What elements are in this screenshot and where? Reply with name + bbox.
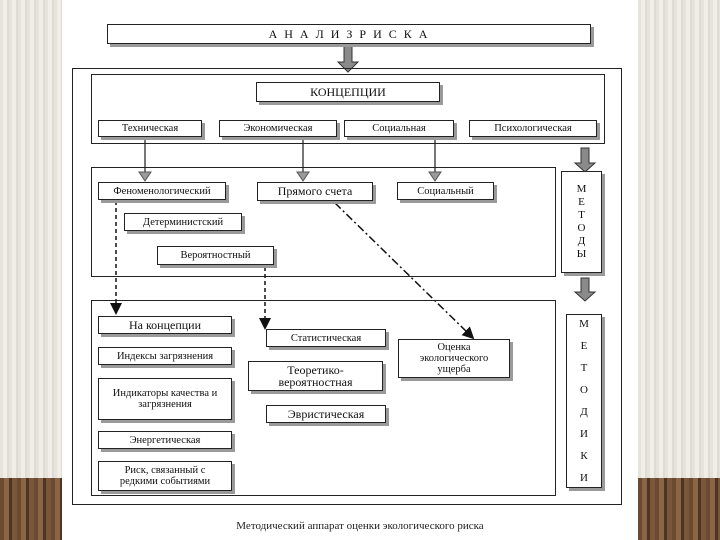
concepts-header-label: КОНЦЕПЦИИ xyxy=(310,84,386,99)
concept-label: Психологическая xyxy=(494,123,572,134)
method-deterministic: Детерминистский xyxy=(124,213,242,231)
methods-side-label-box: М Е Т О Д Ы xyxy=(561,171,602,273)
technique-damage-assessment: Оценка экологического ущерба xyxy=(398,339,510,378)
method-phenomenological: Феноменологический xyxy=(98,182,226,200)
background-left xyxy=(0,0,62,540)
technique-label: Эвристическая xyxy=(287,406,365,421)
method-label: Детерминистский xyxy=(142,216,224,228)
technique-label: На концепции xyxy=(128,317,202,332)
technique-rare-events-risk: Риск, связанный с редкими событиями xyxy=(98,461,232,491)
concept-label: Экономическая xyxy=(243,123,313,134)
technique-heuristic: Эвристическая xyxy=(266,405,386,423)
technique-label: Индексы загрязнения xyxy=(116,350,214,362)
techniques-frame xyxy=(91,300,556,496)
concept-social: Социальная xyxy=(344,120,454,137)
technique-quality-indicators: Индикаторы качества и загрязнения xyxy=(98,378,232,420)
outer-frame xyxy=(72,68,622,505)
caption: Методический аппарат оценки экологическо… xyxy=(236,520,484,532)
method-probabilistic: Вероятностный xyxy=(157,246,274,265)
technique-concepts: На концепции xyxy=(98,316,232,334)
technique-label: Теоретико-вероятностная xyxy=(278,363,353,389)
techniques-side-label: М Е Т О Д И К И xyxy=(579,317,589,484)
concepts-frame xyxy=(91,74,605,144)
technique-label: Энергетическая xyxy=(129,434,201,446)
method-label: Вероятностный xyxy=(180,250,251,261)
wood-floor xyxy=(638,478,720,540)
method-label: Социальный xyxy=(417,185,474,197)
concept-psychological: Психологическая xyxy=(469,120,597,137)
concept-economic: Экономическая xyxy=(219,120,337,137)
title: А Н А Л И З Р И С К А xyxy=(268,26,430,41)
background-right xyxy=(638,0,720,540)
title-box: А Н А Л И З Р И С К А xyxy=(107,24,591,44)
technique-label: Статистическая xyxy=(290,332,362,344)
concept-technical: Техническая xyxy=(98,120,202,137)
method-label: Феноменологический xyxy=(113,185,211,197)
technique-statistical: Статистическая xyxy=(266,329,386,347)
technique-energy: Энергетическая xyxy=(98,431,232,449)
concepts-header: КОНЦЕПЦИИ xyxy=(256,82,440,102)
techniques-side-label-box: М Е Т О Д И К И xyxy=(566,314,602,488)
concept-label: Социальная xyxy=(372,123,426,134)
method-social: Социальный xyxy=(397,182,494,200)
method-direct-count: Прямого счета xyxy=(257,182,373,201)
concept-label: Техническая xyxy=(121,123,179,134)
technique-pollution-indices: Индексы загрязнения xyxy=(98,347,232,365)
technique-label: Индикаторы качества и загрязнения xyxy=(112,388,218,410)
technique-label: Оценка экологического ущерба xyxy=(419,342,489,375)
wood-floor xyxy=(0,478,62,540)
methods-frame xyxy=(91,167,556,277)
method-label: Прямого счета xyxy=(277,184,353,198)
methods-side-label: М Е Т О Д Ы xyxy=(576,183,587,260)
technique-label: Риск, связанный с редкими событиями xyxy=(119,465,211,487)
technique-probability-theory: Теоретико-вероятностная xyxy=(248,361,383,391)
